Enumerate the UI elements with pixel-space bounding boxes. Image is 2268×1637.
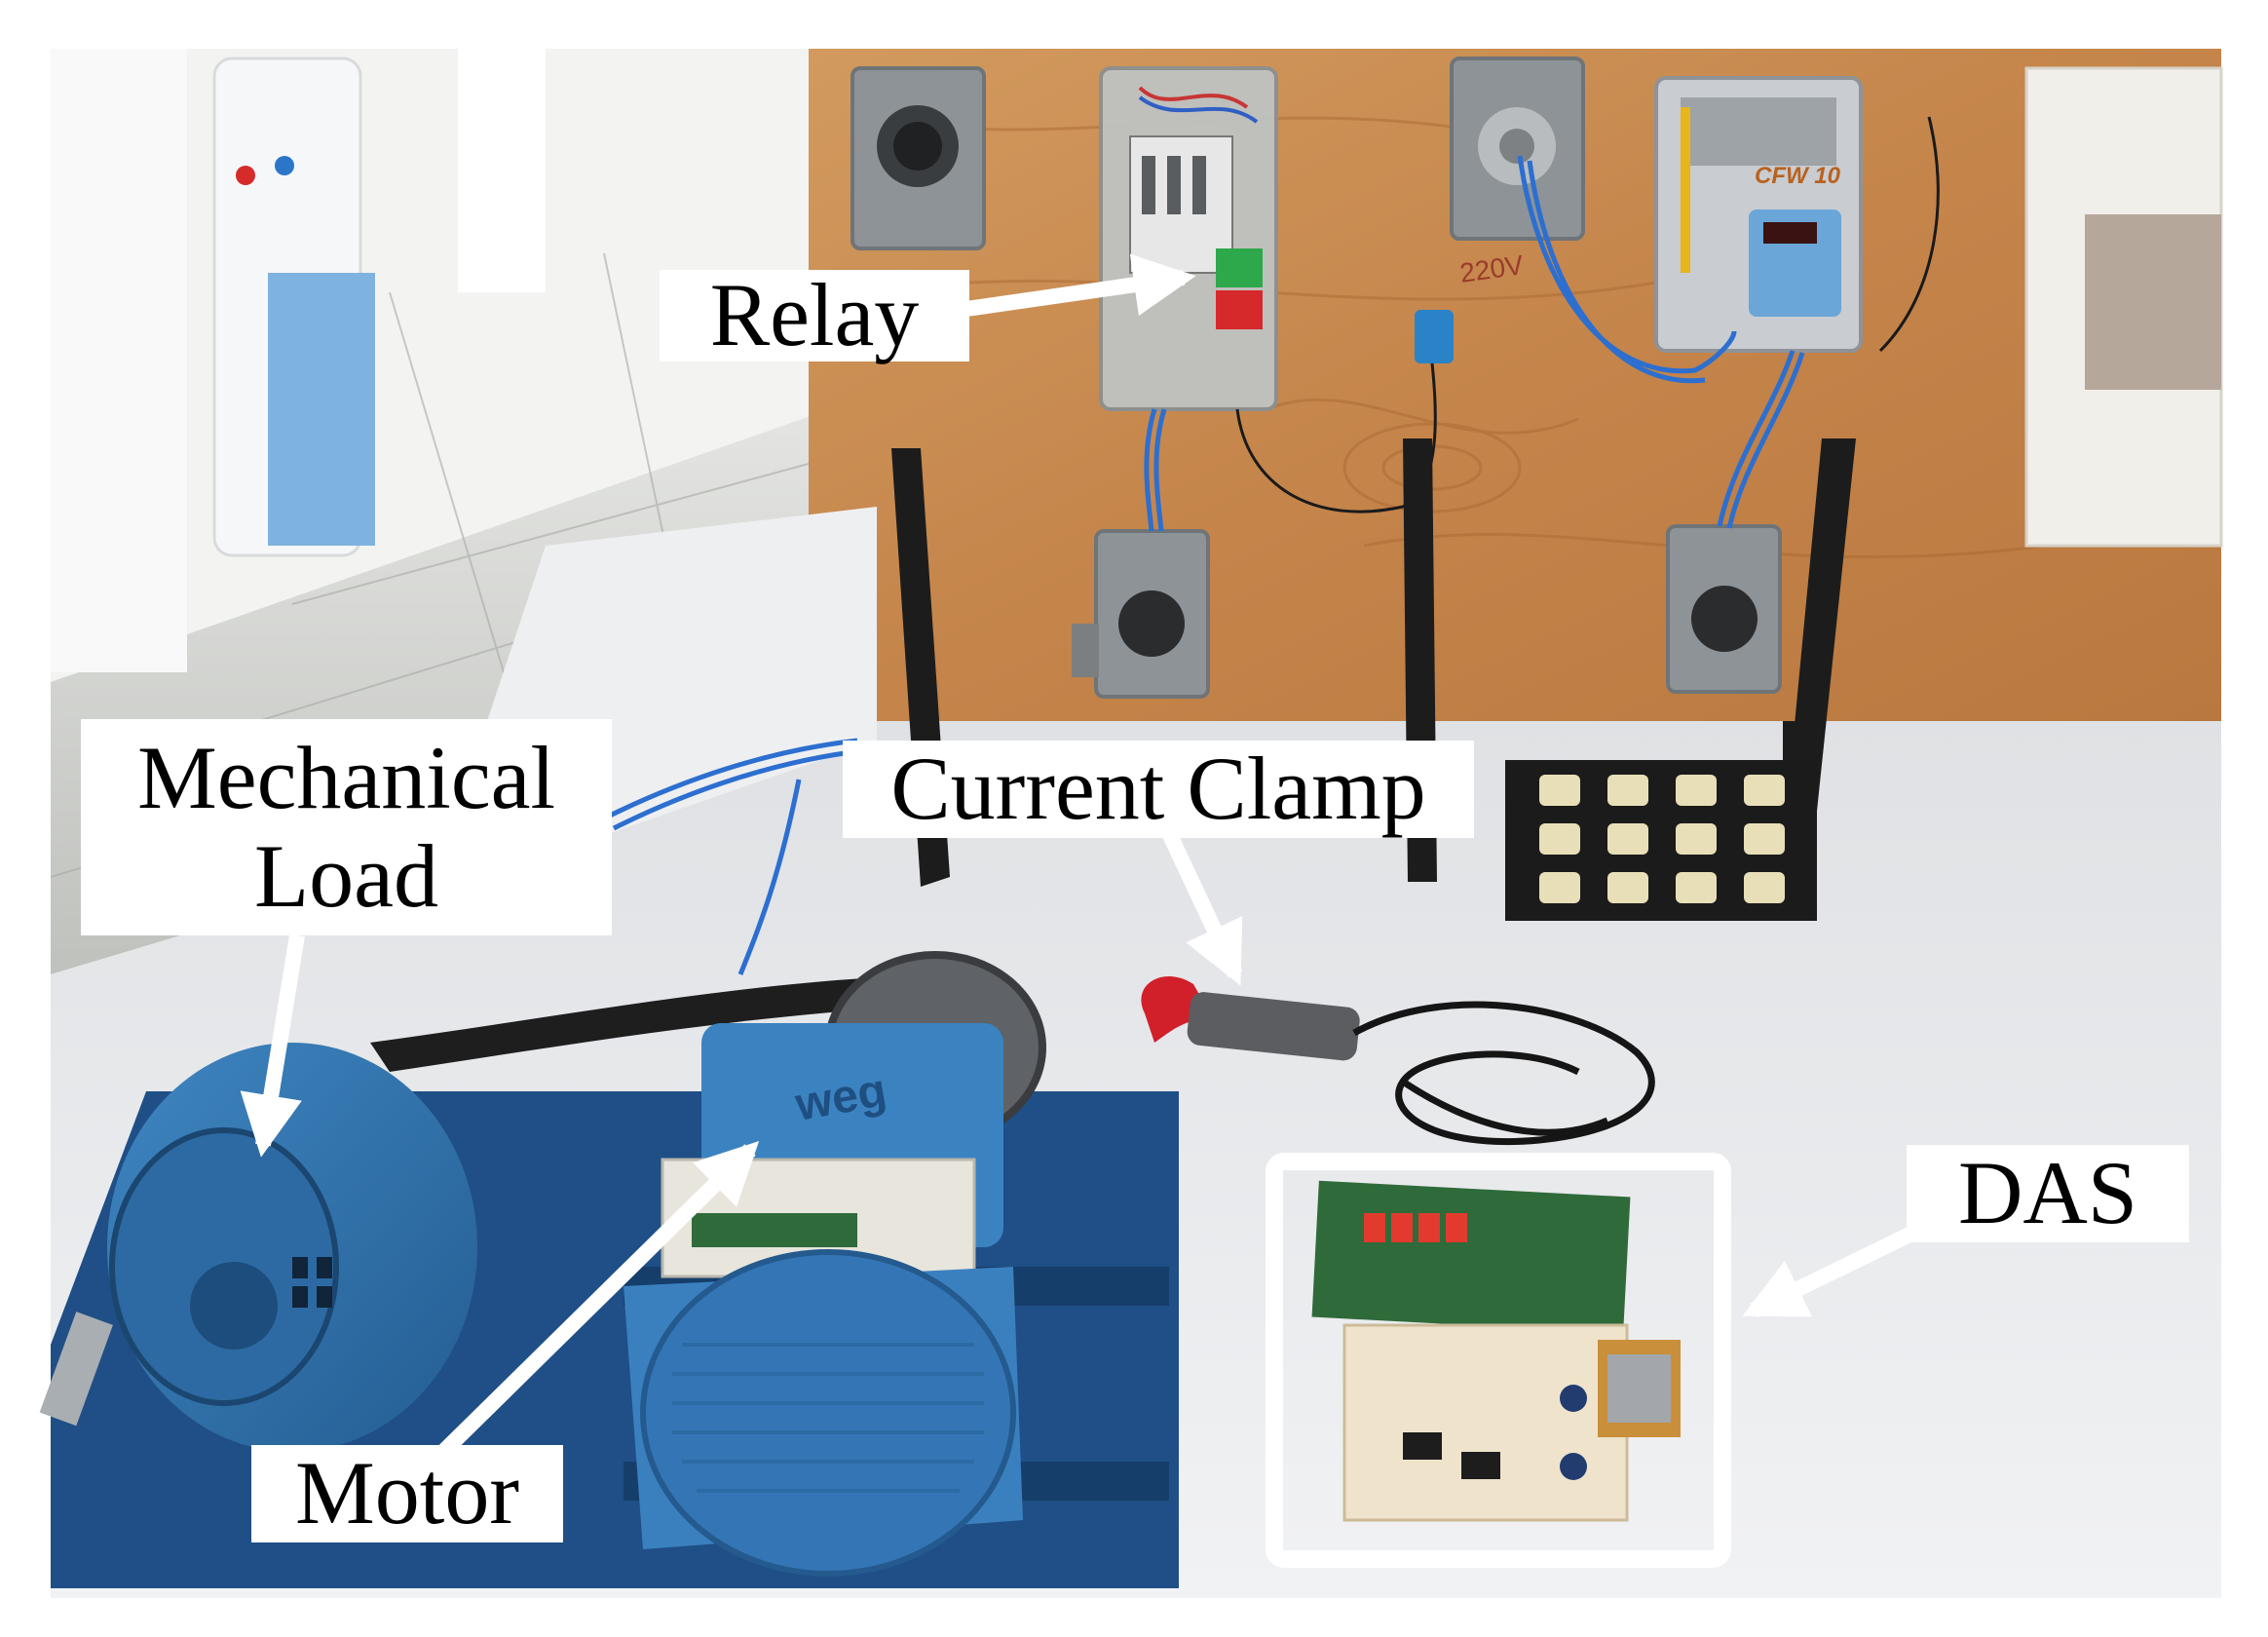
relay-label: Relay <box>660 266 969 364</box>
drive-brand: CFW 10 <box>1755 163 1841 189</box>
motor-label: Motor <box>251 1443 563 1543</box>
power-strip <box>1505 760 1817 921</box>
das-label-text: DAS <box>1957 1143 2138 1243</box>
current-clamp-arrow <box>1161 829 1243 986</box>
mechanical-load-label-line1: Mechanical <box>136 727 556 827</box>
relay-start-button <box>1216 248 1263 287</box>
relay-enclosure <box>1099 66 1278 411</box>
drive-belt <box>370 974 984 1072</box>
relay-arrow <box>958 253 1196 318</box>
das-highlight-box <box>1266 1153 1731 1568</box>
current-clamp-label: Current Clamp <box>843 739 1474 839</box>
outlet-box-top-middle <box>1450 57 1585 241</box>
das-board <box>1266 1153 1731 1568</box>
frequency-drive: CFW 10 <box>1654 76 1863 353</box>
motor-arrow <box>437 1141 760 1458</box>
relay-label-text: Relay <box>709 265 920 365</box>
small-relay <box>1415 310 1454 363</box>
outlet-box-top-left <box>850 66 986 250</box>
mechanical-load-label-line2: Load <box>253 826 439 926</box>
motor-machine: weg <box>624 1023 1023 1577</box>
das-label: DAS <box>1907 1143 2189 1243</box>
mechanical-load-machine <box>39 1043 477 1452</box>
outlet-box-lower-left <box>1072 529 1210 699</box>
relay-stop-button <box>1216 290 1263 329</box>
motor-label-text: Motor <box>295 1443 519 1543</box>
outlet-box-lower-right <box>1666 524 1782 694</box>
blue-wires <box>602 155 1805 975</box>
mechanical-load-label: Mechanical Load <box>81 719 612 935</box>
current-clamp-label-text: Current Clamp <box>890 739 1426 839</box>
mechanical-load-arrow <box>240 933 305 1158</box>
current-clamp <box>1141 975 1655 1145</box>
